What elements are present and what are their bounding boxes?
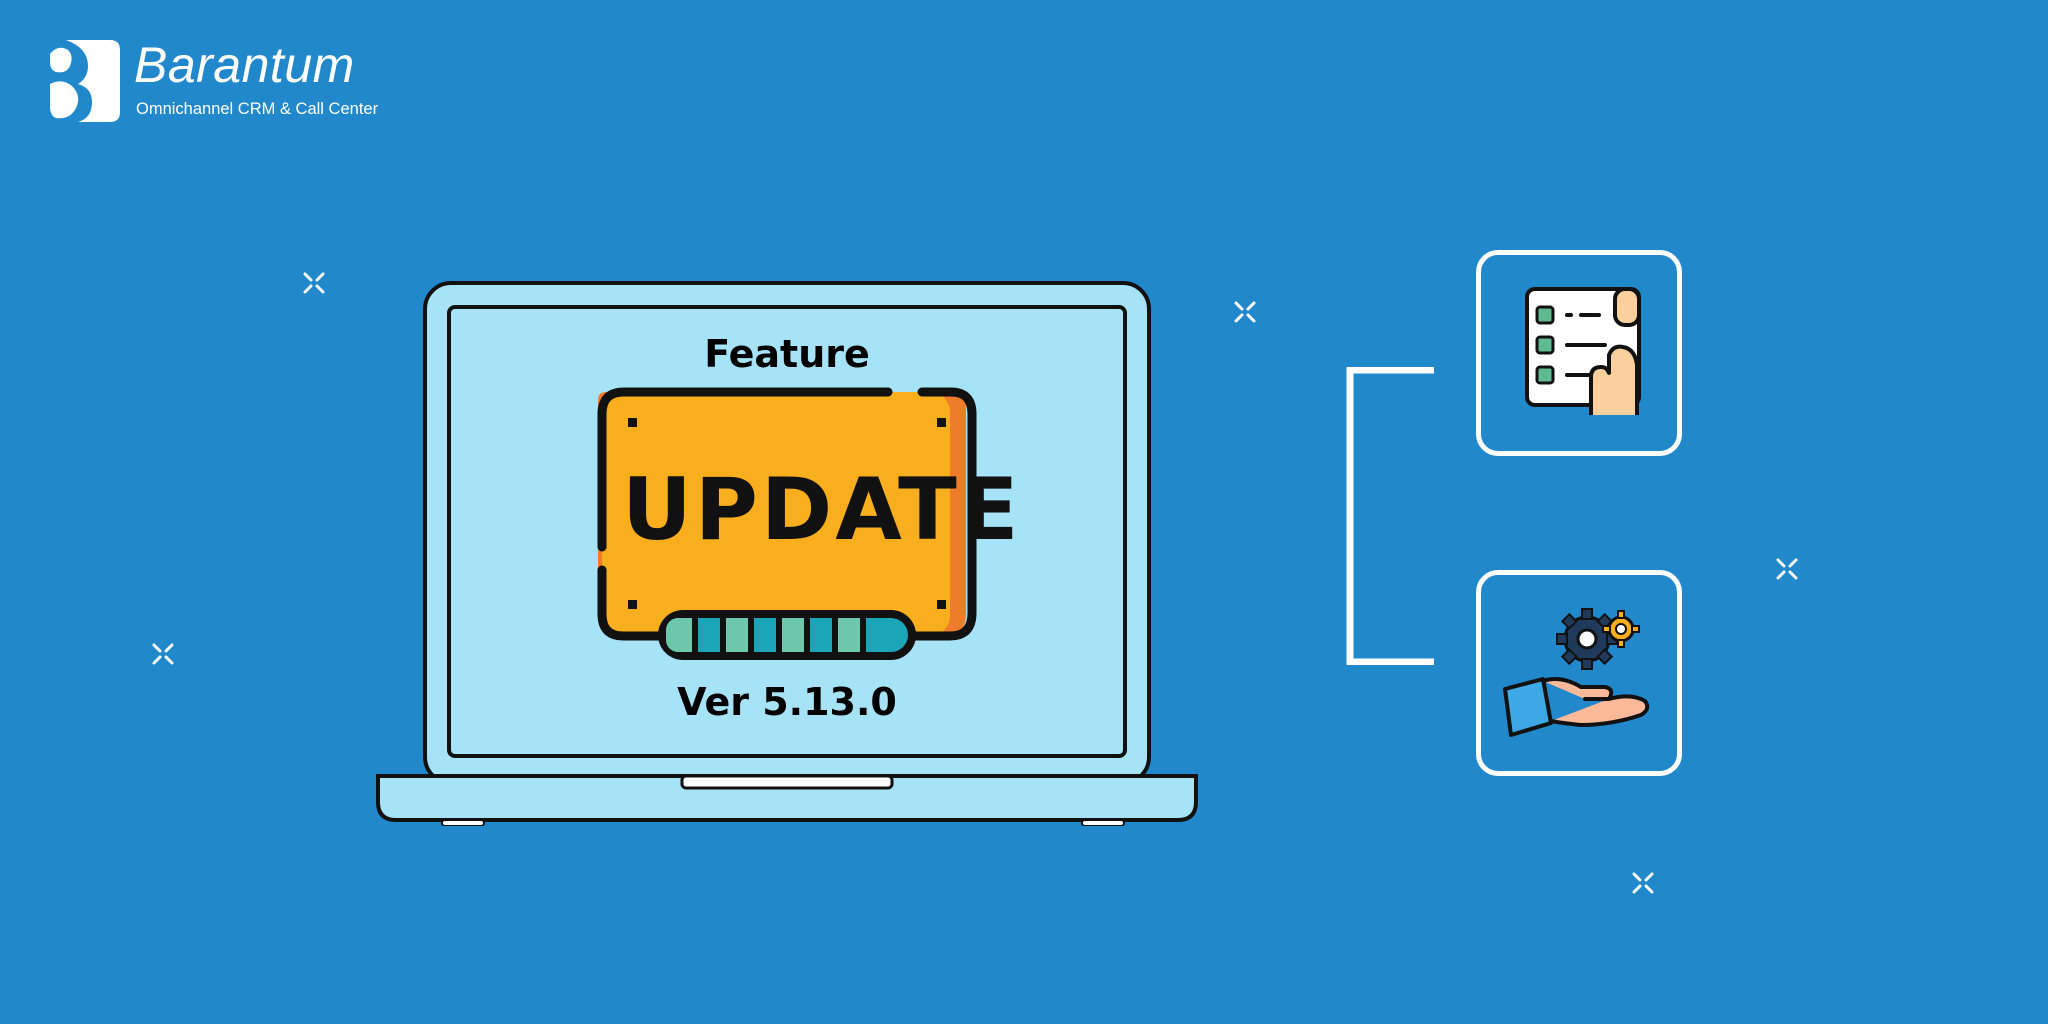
hand-gears-service-icon [1503, 608, 1650, 737]
service-tile [1476, 570, 1682, 776]
barantum-logo-icon [50, 40, 120, 122]
update-board-icon [597, 387, 977, 660]
sparkle-icon [1776, 558, 1798, 580]
sparkle-icon [1234, 301, 1256, 323]
update-label: UPDATE [622, 460, 1022, 560]
brand-name: Barantum [134, 37, 355, 93]
laptop-icon [376, 281, 1198, 826]
checklist-document-icon [1525, 287, 1641, 415]
brand-tagline: Omnichannel CRM & Call Center [136, 100, 379, 118]
connector-bracket [1346, 367, 1434, 665]
sparkle-icon [303, 272, 325, 294]
checklist-tile [1476, 250, 1682, 456]
sparkle-icon [152, 643, 174, 665]
laptop-illustration: Feature UPDATE Ver 5.13.0 [376, 280, 1198, 826]
brand-logo: Barantum Omnichannel CRM & Call Center [48, 37, 408, 130]
sparkle-icon [1632, 872, 1654, 894]
version-label: Ver 5.13.0 [677, 680, 897, 724]
feature-label: Feature [704, 332, 870, 376]
